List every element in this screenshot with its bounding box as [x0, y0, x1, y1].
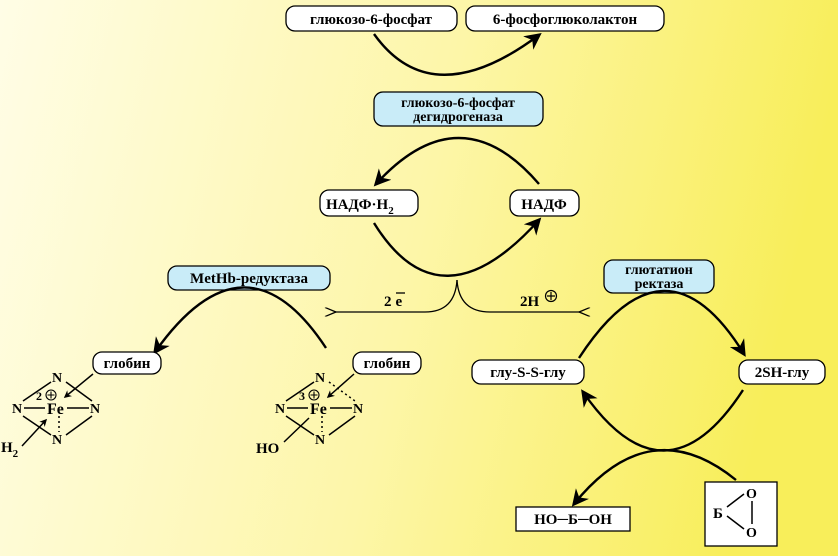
g6p-label: глюкозо-6-фосфат — [310, 12, 433, 28]
proton-branch-line — [456, 279, 580, 312]
svg-text:N: N — [90, 402, 100, 417]
h2-left-bond-arrow — [21, 418, 48, 447]
svg-text:O: O — [746, 526, 757, 541]
g6p-box — [285, 5, 458, 32]
methb-reductase-enzyme-box — [167, 265, 331, 291]
protons-label: 2H — [520, 294, 540, 310]
nadp-label: НАДФ — [521, 197, 567, 213]
electron-branch-line — [335, 279, 458, 312]
g6pdh-enzyme-box — [373, 91, 544, 127]
globin-left-box — [92, 351, 162, 375]
nadph-box — [319, 189, 419, 217]
svg-text:N: N — [315, 371, 325, 386]
ho-bond-line — [283, 417, 310, 443]
g6pdh-line2: дегидрогеназа — [413, 110, 503, 125]
ho-label: HO — [256, 441, 279, 457]
svg-text:Fe: Fe — [310, 401, 327, 418]
globin-left-bond-arrow — [63, 373, 94, 398]
plus-charge-icon — [544, 289, 558, 303]
boric-product-box — [515, 506, 631, 532]
gr-enzyme-box — [603, 259, 715, 294]
svg-text:3: 3 — [299, 389, 305, 403]
globin-right-bond-arrow — [326, 373, 355, 398]
peroxide-structure: Б O O — [713, 487, 757, 541]
svg-text:N: N — [275, 402, 285, 417]
gr-line1: глютатион — [625, 263, 693, 278]
svg-text:N: N — [52, 433, 62, 448]
nadp-box — [509, 189, 580, 217]
boric-product-label: НО─Б─ОН — [534, 512, 612, 528]
gsh-box — [738, 359, 826, 385]
gssg-box — [471, 359, 585, 385]
svg-text:Б: Б — [713, 506, 723, 522]
g6pdh-line1: глюкозо-6-фосфат — [401, 96, 515, 111]
peroxide-box — [704, 481, 778, 547]
globin-left-label: глобин — [104, 356, 151, 372]
gssg-to-gsh-arrow — [577, 289, 746, 359]
heme-fe3-structure: N N N N Fe 3 HO — [256, 371, 363, 457]
g6p-to-pgl-arrow — [373, 32, 542, 76]
nadph-to-nadp-arrow — [372, 217, 542, 277]
svg-text:O: O — [746, 487, 757, 502]
plus-charge-icon-cross — [547, 292, 555, 300]
methb-reductase-label: MetHb-редуктаза — [190, 271, 308, 287]
h2-left-label: H2 — [1, 440, 19, 460]
svg-text:N: N — [12, 402, 22, 417]
svg-text:N: N — [52, 371, 62, 386]
nadph-label: НАДФ·Н2 — [326, 197, 394, 217]
svg-text:2: 2 — [36, 389, 42, 403]
gssg-label: глу-S-S-глу — [490, 365, 566, 381]
gsh-label: 2SH-глу — [755, 365, 810, 381]
globin-right-box — [352, 351, 422, 375]
gr-line2: ректаза — [635, 277, 684, 292]
heme-fe2-structure: N N N N Fe 2 H2 — [1, 371, 100, 460]
peroxide-reduction-arrow — [571, 449, 737, 507]
svg-text:N: N — [353, 402, 363, 417]
pgl-label: 6-фосфоглюколактон — [493, 12, 638, 28]
nadp-to-nadph-arrow — [373, 137, 540, 187]
methb-reduction-arrow — [153, 286, 328, 355]
svg-text:Fe: Fe — [47, 401, 64, 418]
svg-text:N: N — [315, 433, 325, 448]
globin-right-label: глобин — [364, 356, 411, 372]
pgl-box — [465, 5, 665, 32]
